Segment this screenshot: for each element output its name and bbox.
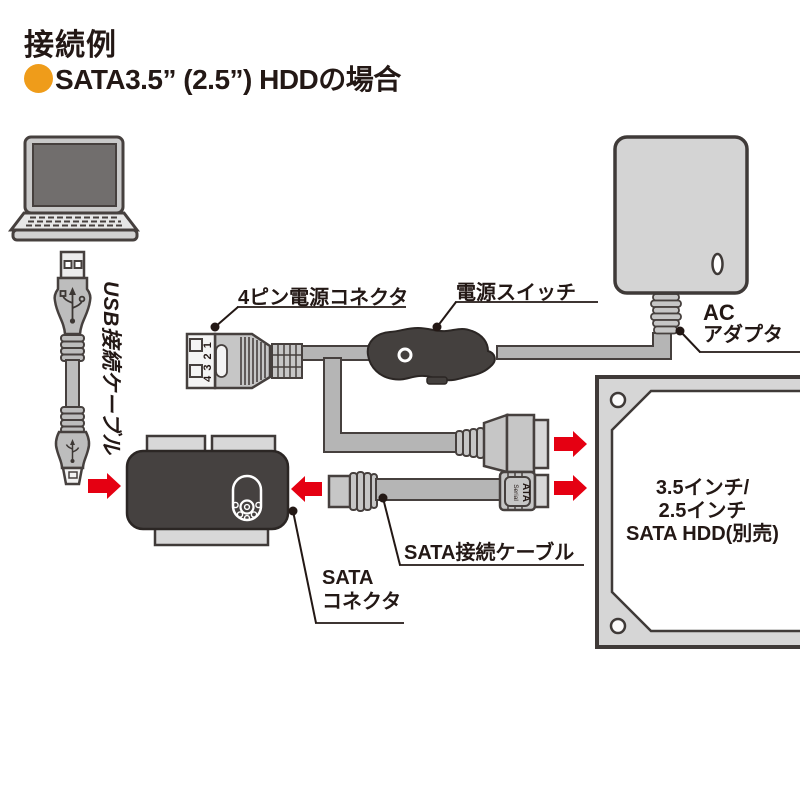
serial-ata-plug [498, 470, 550, 512]
callout-lines [210, 301, 800, 624]
ac-strain-relief [650, 293, 682, 335]
hdd-power-connector [455, 413, 550, 474]
adapter-logo-emblem [231, 474, 263, 522]
molex-pin-numbers: 4 3 2 1 [202, 341, 214, 382]
hdd-screw-hole-bottom [609, 617, 627, 635]
label-sata-connector-line1: SATA [322, 567, 374, 589]
arrow-sata-to-adapter [291, 476, 322, 502]
connection-arrows [88, 431, 587, 502]
usb-cable-illustration [53, 250, 92, 486]
label-usb-cable: USB接続ケーブル [99, 281, 122, 455]
orange-bullet-icon [24, 63, 53, 93]
arrow-power-to-hdd [554, 431, 587, 457]
sata-cable-illustration [327, 470, 550, 512]
label-ac-adapter-line1: AC [703, 300, 735, 325]
hdd-label-line3: SATA HDD(別売) [626, 523, 779, 545]
molex-strain-relief [271, 343, 303, 379]
arrow-usb-to-adapter [88, 473, 121, 499]
label-sata-connector-line2: コネクタ [322, 591, 402, 613]
serial-ata-marking-small: Serial [512, 484, 519, 501]
hdd-label: 3.5インチ/ 2.5インチ SATA HDD(別売) [600, 477, 800, 546]
usb-mini-trident-icon [65, 439, 80, 463]
laptop-illustration [7, 135, 141, 242]
label-sata-connector: SATA コネクタ [322, 566, 401, 614]
usb-trident-icon [59, 287, 86, 324]
page-title: 接続例 [24, 29, 117, 62]
label-4pin-power-connector: 4ピン電源コネクタ [238, 287, 409, 309]
switch-button [397, 347, 413, 363]
serial-ata-marking-bold: ATA [520, 482, 531, 503]
label-ac-adapter: AC アダプタ [703, 301, 783, 347]
arrow-sata-to-hdd [554, 475, 587, 501]
subtitle: SATA3.5” (2.5”) HDDの場合 [55, 64, 401, 95]
label-power-switch: 電源スイッチ [456, 282, 576, 304]
label-sata-cable: SATA接続ケーブル [404, 542, 575, 564]
hdd-screw-hole-top [609, 391, 627, 409]
switch-to-ac-cable [496, 332, 672, 360]
label-ac-adapter-line2: アダプタ [703, 324, 783, 346]
adapter-unit-illustration [125, 434, 290, 547]
subtitle-row: SATA3.5” (2.5”) HDDの場合 [24, 58, 401, 98]
power-switch-illustration [366, 326, 496, 385]
hdd-illustration [595, 375, 800, 649]
hdd-label-line2: 2.5インチ [658, 500, 747, 522]
hdd-label-line1: 3.5インチ/ [655, 477, 750, 499]
ac-adapter-illustration [613, 135, 749, 335]
molex-4pin-connector [185, 332, 303, 390]
serial-ata-marking: ATA Serial [511, 479, 531, 506]
ac-indicator-light [711, 252, 724, 276]
